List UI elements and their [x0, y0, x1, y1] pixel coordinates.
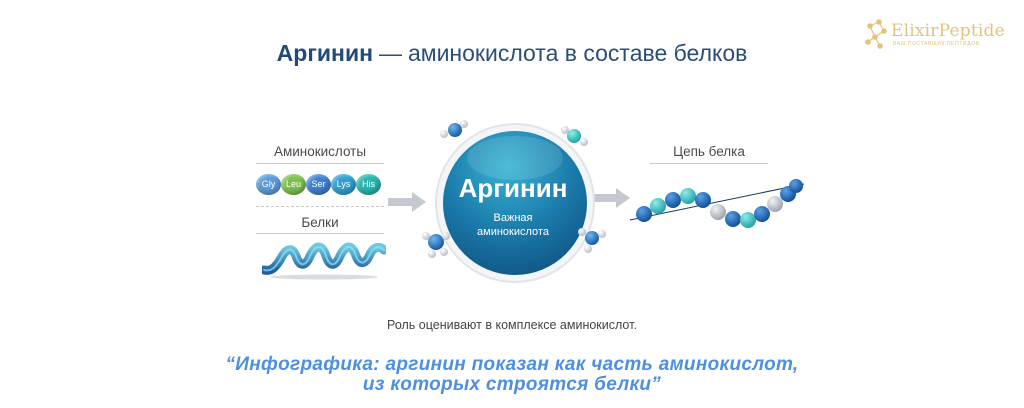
protein-rule-top — [256, 206, 384, 208]
caption: Роль оценивают в комплексе аминокислот. — [387, 318, 637, 332]
sphere-title: Аргинин — [458, 173, 568, 203]
pill-ser: Ser — [306, 174, 331, 195]
quote-line1: “Инфографика: аргинин показан как часть … — [225, 354, 799, 375]
logo — [862, 18, 1008, 52]
arrow-right-icon-2 — [592, 188, 630, 208]
amino-acids-label: Аминокислоты — [273, 144, 367, 159]
pill-gly: Gly — [256, 174, 281, 195]
sphere-sub-line2: аминокислота — [477, 226, 549, 238]
logo-name: ElixirPeptide — [891, 21, 1005, 41]
quote-line2: из которых строятся белки” — [362, 374, 662, 395]
protein-helix-icon — [262, 242, 386, 280]
title-dash: — — [378, 40, 402, 66]
logo-tagline: ВАШ ПОСТАВЩИК ПЕПТИДОВ — [893, 41, 980, 47]
page-title: Аргинин—аминокислота в составе белков — [0, 40, 1024, 67]
sphere-subtitle: Важная аминокислота — [438, 211, 588, 239]
amino-rule — [256, 163, 384, 164]
amino-acid-pills: Gly Leu Ser Lys His — [256, 174, 384, 196]
pill-lys: Lys — [331, 174, 356, 195]
protein-chain-icon — [629, 179, 805, 228]
pill-his: His — [356, 174, 381, 195]
sphere-sub-line1: Важная — [493, 212, 533, 224]
molecule-icon-3 — [422, 232, 450, 258]
proteins-label: Белки — [301, 215, 339, 230]
protein-rule — [256, 233, 384, 234]
molecule-icon — [440, 120, 468, 138]
title-rest: аминокислота в составе белков — [407, 40, 748, 66]
hexagon-molecule-icon — [865, 19, 887, 49]
pill-leu: Leu — [281, 174, 306, 195]
infographic-quote: “Инфографика: аргинин показан как часть … — [0, 355, 1024, 395]
molecule-icon-2 — [561, 126, 588, 146]
title-bold: Аргинин — [276, 40, 373, 66]
arrow-right-icon — [388, 192, 426, 212]
protein-chain-label: Цепь белка — [673, 144, 745, 159]
arginine-sphere — [422, 120, 606, 283]
chain-rule — [650, 163, 768, 164]
molecule-icon-4 — [578, 228, 606, 253]
